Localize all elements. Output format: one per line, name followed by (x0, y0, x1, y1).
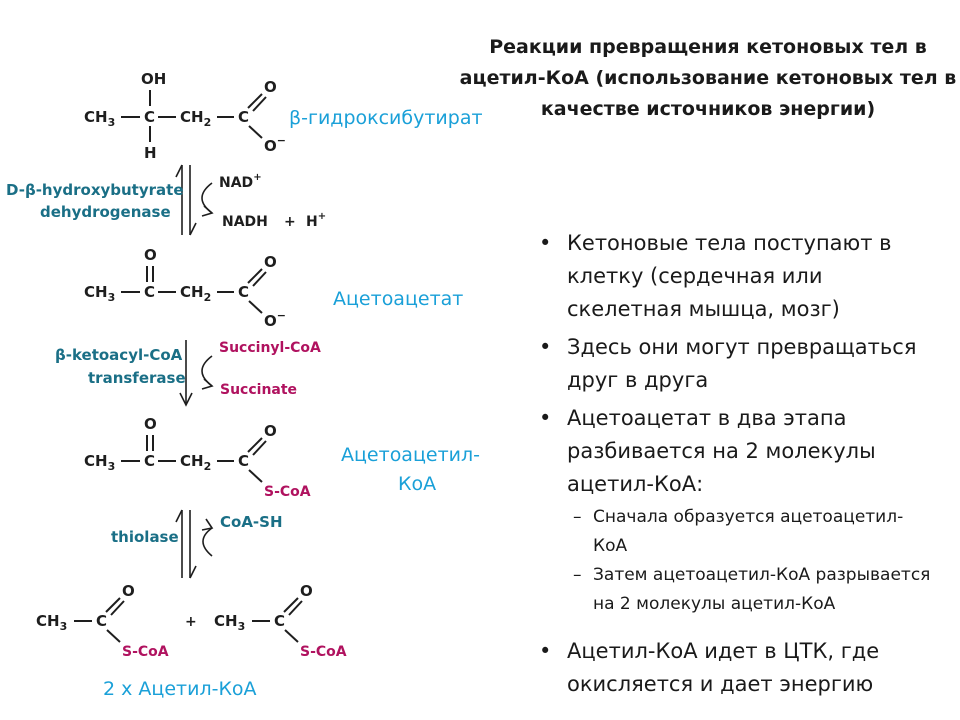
ch2-label: CH2 (180, 452, 211, 473)
reaction-2: β-ketoacyl-CoA transferase Succinyl-CoA … (55, 340, 321, 407)
oxygen-label: O (144, 246, 157, 264)
ch3-label: CH3 (84, 452, 115, 473)
thioester-carbon-label: C (238, 452, 249, 470)
molecule-acetoacetyl-coa: CH3 C O CH2 C O S-CoA Ацетоацетил- КоА (84, 415, 480, 500)
reaction-3: thiolase CoA-SH (111, 509, 283, 579)
enzyme-2-line2: transferase (88, 369, 186, 387)
bullet-list: Кетоновые тела поступают в клетку (серде… (535, 227, 935, 706)
enzyme-3-label: thiolase (111, 528, 179, 546)
sub-bullet-item: Сначала образуется ацетоацетил-КоА (567, 503, 935, 561)
coa-sh-label: CoA-SH (220, 513, 283, 531)
sub-bullet-item: Затем ацетоацетил-КоА разрывается на 2 м… (567, 561, 935, 619)
sub-bullet-list: Сначала образуется ацетоацетил-КоА Затем… (567, 503, 935, 619)
nadh-label: NADH (222, 214, 268, 230)
carbon-label: C (144, 452, 155, 470)
succinyl-coa-label: Succinyl-CoA (219, 340, 321, 356)
bullet-item: Здесь они могут превращаться друг в друг… (535, 331, 935, 397)
carboxyl-carbon-label: C (238, 283, 249, 301)
carbon-label: C (96, 612, 107, 630)
carbon-label: C (144, 283, 155, 301)
oxygen-minus-label: O− (264, 134, 286, 155)
reaction-scheme: CH3 C OH H CH2 C O O− β-гидроксибутират … (6, 70, 483, 700)
products-acetyl-coa: CH3 C O S-CoA + CH3 C O S-CoA 2 х Ацетил… (36, 582, 347, 700)
bullet-item: Ацетил-КоА идет в ЦТК, где окисляется и … (535, 635, 935, 701)
molecule-acetoacetate: CH3 C O CH2 C O O− Ацетоацетат (84, 246, 463, 330)
s-coa-label: S-CoA (264, 484, 311, 500)
oxygen-label: O (264, 78, 277, 96)
oxygen-label: O (144, 415, 157, 433)
carboxyl-carbon-label: C (238, 108, 249, 126)
acetoacetate-name: Ацетоацетат (333, 288, 463, 310)
oxygen-label: O (122, 582, 135, 600)
proton-label: H+ (306, 211, 326, 230)
ch3-label: CH3 (84, 108, 115, 129)
hydroxyl-label: OH (141, 70, 166, 88)
oxygen-minus-label: O− (264, 309, 286, 330)
acetoacetyl-name-line1: Ацетоацетил- (341, 444, 480, 466)
slide-title: Реакции превращения кетоновых тел в ацет… (459, 36, 957, 120)
carbon-label-2: C (274, 612, 285, 630)
enzyme-1-line1: D-β-hydroxybutyrate (6, 181, 184, 199)
hydrogen-label: H (144, 144, 157, 162)
oxygen-label-2: O (264, 422, 277, 440)
nad-label: NAD+ (219, 172, 262, 191)
acetoacetyl-name-line2: КоА (398, 473, 436, 495)
s-coa-label-2: S-CoA (300, 644, 347, 660)
product-name: 2 х Ацетил-КоА (103, 678, 257, 700)
reaction-1: D-β-hydroxybutyrate dehydrogenase NAD+ N… (6, 164, 326, 236)
ch3-label: CH3 (84, 283, 115, 304)
ch3-label: CH3 (36, 612, 67, 633)
oxygen-label-2: O (300, 582, 313, 600)
plus-sign: + (284, 214, 296, 230)
succinate-label: Succinate (220, 382, 297, 398)
ch2-label: CH2 (180, 108, 211, 129)
oxygen-label-2: O (264, 253, 277, 271)
enzyme-2-line1: β-ketoacyl-CoA (55, 346, 183, 364)
molecule-hydroxybutyrate: CH3 C OH H CH2 C O O− β-гидроксибутират (84, 70, 483, 162)
enzyme-1-line2: dehydrogenase (40, 203, 171, 221)
plus-sign: + (185, 614, 197, 630)
s-coa-label: S-CoA (122, 644, 169, 660)
bullet-item: Кетоновые тела поступают в клетку (серде… (535, 227, 935, 326)
ch2-label: CH2 (180, 283, 211, 304)
hydroxybutyrate-name: β-гидроксибутират (289, 107, 483, 129)
carbon-label: C (144, 108, 155, 126)
bullet-item: Ацетоацетат в два этапа разбивается на 2… (535, 402, 935, 619)
ch3-label-2: CH3 (214, 612, 245, 633)
